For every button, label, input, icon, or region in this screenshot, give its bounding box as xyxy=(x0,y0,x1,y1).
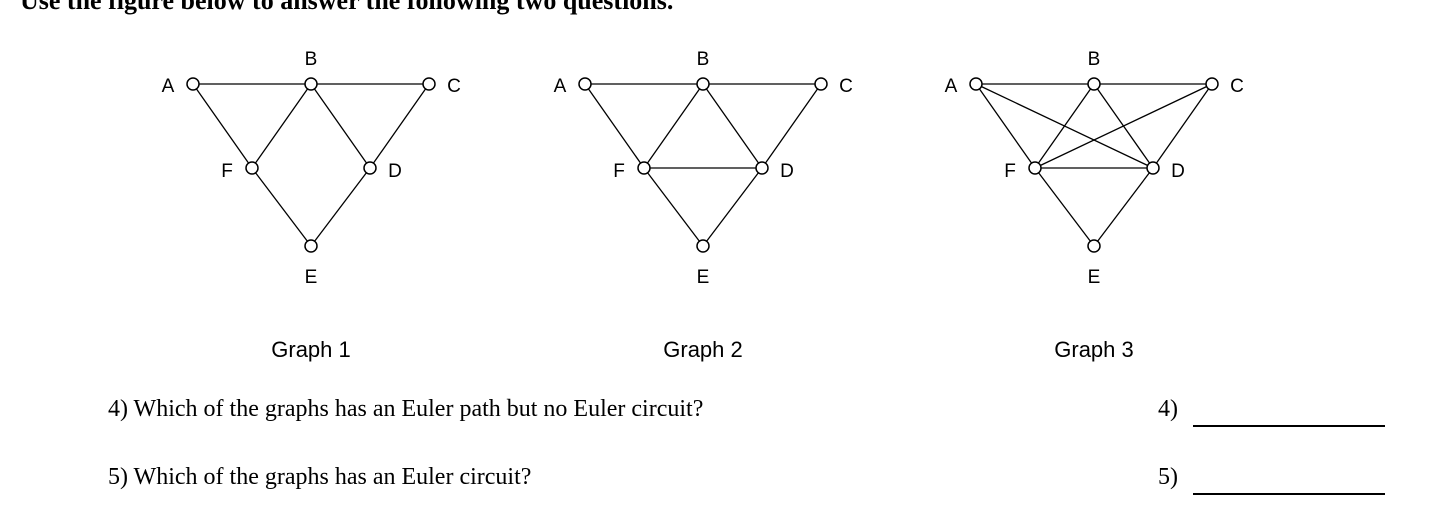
node-label-C: C xyxy=(839,76,853,97)
edge-F-B xyxy=(643,83,704,169)
node-label-B: B xyxy=(697,49,710,70)
node-D xyxy=(755,161,769,175)
edge-F-C xyxy=(1034,83,1213,169)
node-C xyxy=(1205,77,1219,91)
node-label-E: E xyxy=(697,267,710,288)
node-E xyxy=(1087,239,1101,253)
node-label-F: F xyxy=(221,161,233,182)
node-label-E: E xyxy=(1088,267,1101,288)
edge-F-E xyxy=(643,167,704,247)
edge-F-E xyxy=(251,167,312,247)
node-F xyxy=(245,161,259,175)
node-C xyxy=(422,77,436,91)
edge-D-C xyxy=(369,83,430,169)
node-label-A: A xyxy=(554,76,567,97)
node-D xyxy=(363,161,377,175)
node-label-C: C xyxy=(447,76,461,97)
node-B xyxy=(1087,77,1101,91)
node-E xyxy=(304,239,318,253)
question-5-text: 5) Which of the graphs has an Euler circ… xyxy=(108,464,532,490)
node-label-B: B xyxy=(1088,49,1101,70)
edge-A-D xyxy=(975,83,1154,169)
node-A xyxy=(186,77,200,91)
node-label-E: E xyxy=(305,267,318,288)
node-label-C: C xyxy=(1230,76,1244,97)
graph-1: A B C D E F Graph 1 xyxy=(162,49,461,362)
node-E xyxy=(696,239,710,253)
node-B xyxy=(304,77,318,91)
edge-F-E xyxy=(1034,167,1095,247)
node-A xyxy=(969,77,983,91)
node-label-F: F xyxy=(613,161,625,182)
graph-caption: Graph 1 xyxy=(271,337,351,362)
node-A xyxy=(578,77,592,91)
graph-3: A B C D E F Graph 3 xyxy=(945,49,1244,362)
edge-A-F xyxy=(192,83,253,169)
node-label-A: A xyxy=(945,76,958,97)
node-D xyxy=(1146,161,1160,175)
edge-E-D xyxy=(310,167,371,247)
answer-4-label: 4) xyxy=(1158,396,1178,422)
node-label-D: D xyxy=(780,161,794,182)
graph-2: A B C D E F Graph 2 xyxy=(554,49,853,362)
edge-B-D xyxy=(310,83,371,169)
edge-A-F xyxy=(975,83,1036,169)
answer-4-blank[interactable] xyxy=(1193,425,1385,427)
node-label-D: D xyxy=(1171,161,1185,182)
node-F xyxy=(637,161,651,175)
node-B xyxy=(696,77,710,91)
node-label-D: D xyxy=(388,161,402,182)
node-F xyxy=(1028,161,1042,175)
edge-D-C xyxy=(1152,83,1213,169)
graph-caption: Graph 2 xyxy=(663,337,743,362)
node-label-F: F xyxy=(1004,161,1016,182)
instruction-text: Use the figure below to answer the follo… xyxy=(20,0,674,15)
graph-caption: Graph 3 xyxy=(1054,337,1134,362)
node-label-A: A xyxy=(162,76,175,97)
edge-F-B xyxy=(251,83,312,169)
graphs-figure: A B C D E F Graph 1 A B C D E F Graph 2 A B C D E F Graph 3 xyxy=(162,49,1244,362)
answer-5-blank[interactable] xyxy=(1193,493,1385,495)
edge-A-F xyxy=(584,83,645,169)
edge-E-D xyxy=(1093,167,1154,247)
question-4-text: 4) Which of the graphs has an Euler path… xyxy=(108,396,704,422)
edge-B-D xyxy=(702,83,763,169)
edge-E-D xyxy=(702,167,763,247)
node-label-B: B xyxy=(305,49,318,70)
node-C xyxy=(814,77,828,91)
answer-5-label: 5) xyxy=(1158,464,1178,490)
edge-D-C xyxy=(761,83,822,169)
